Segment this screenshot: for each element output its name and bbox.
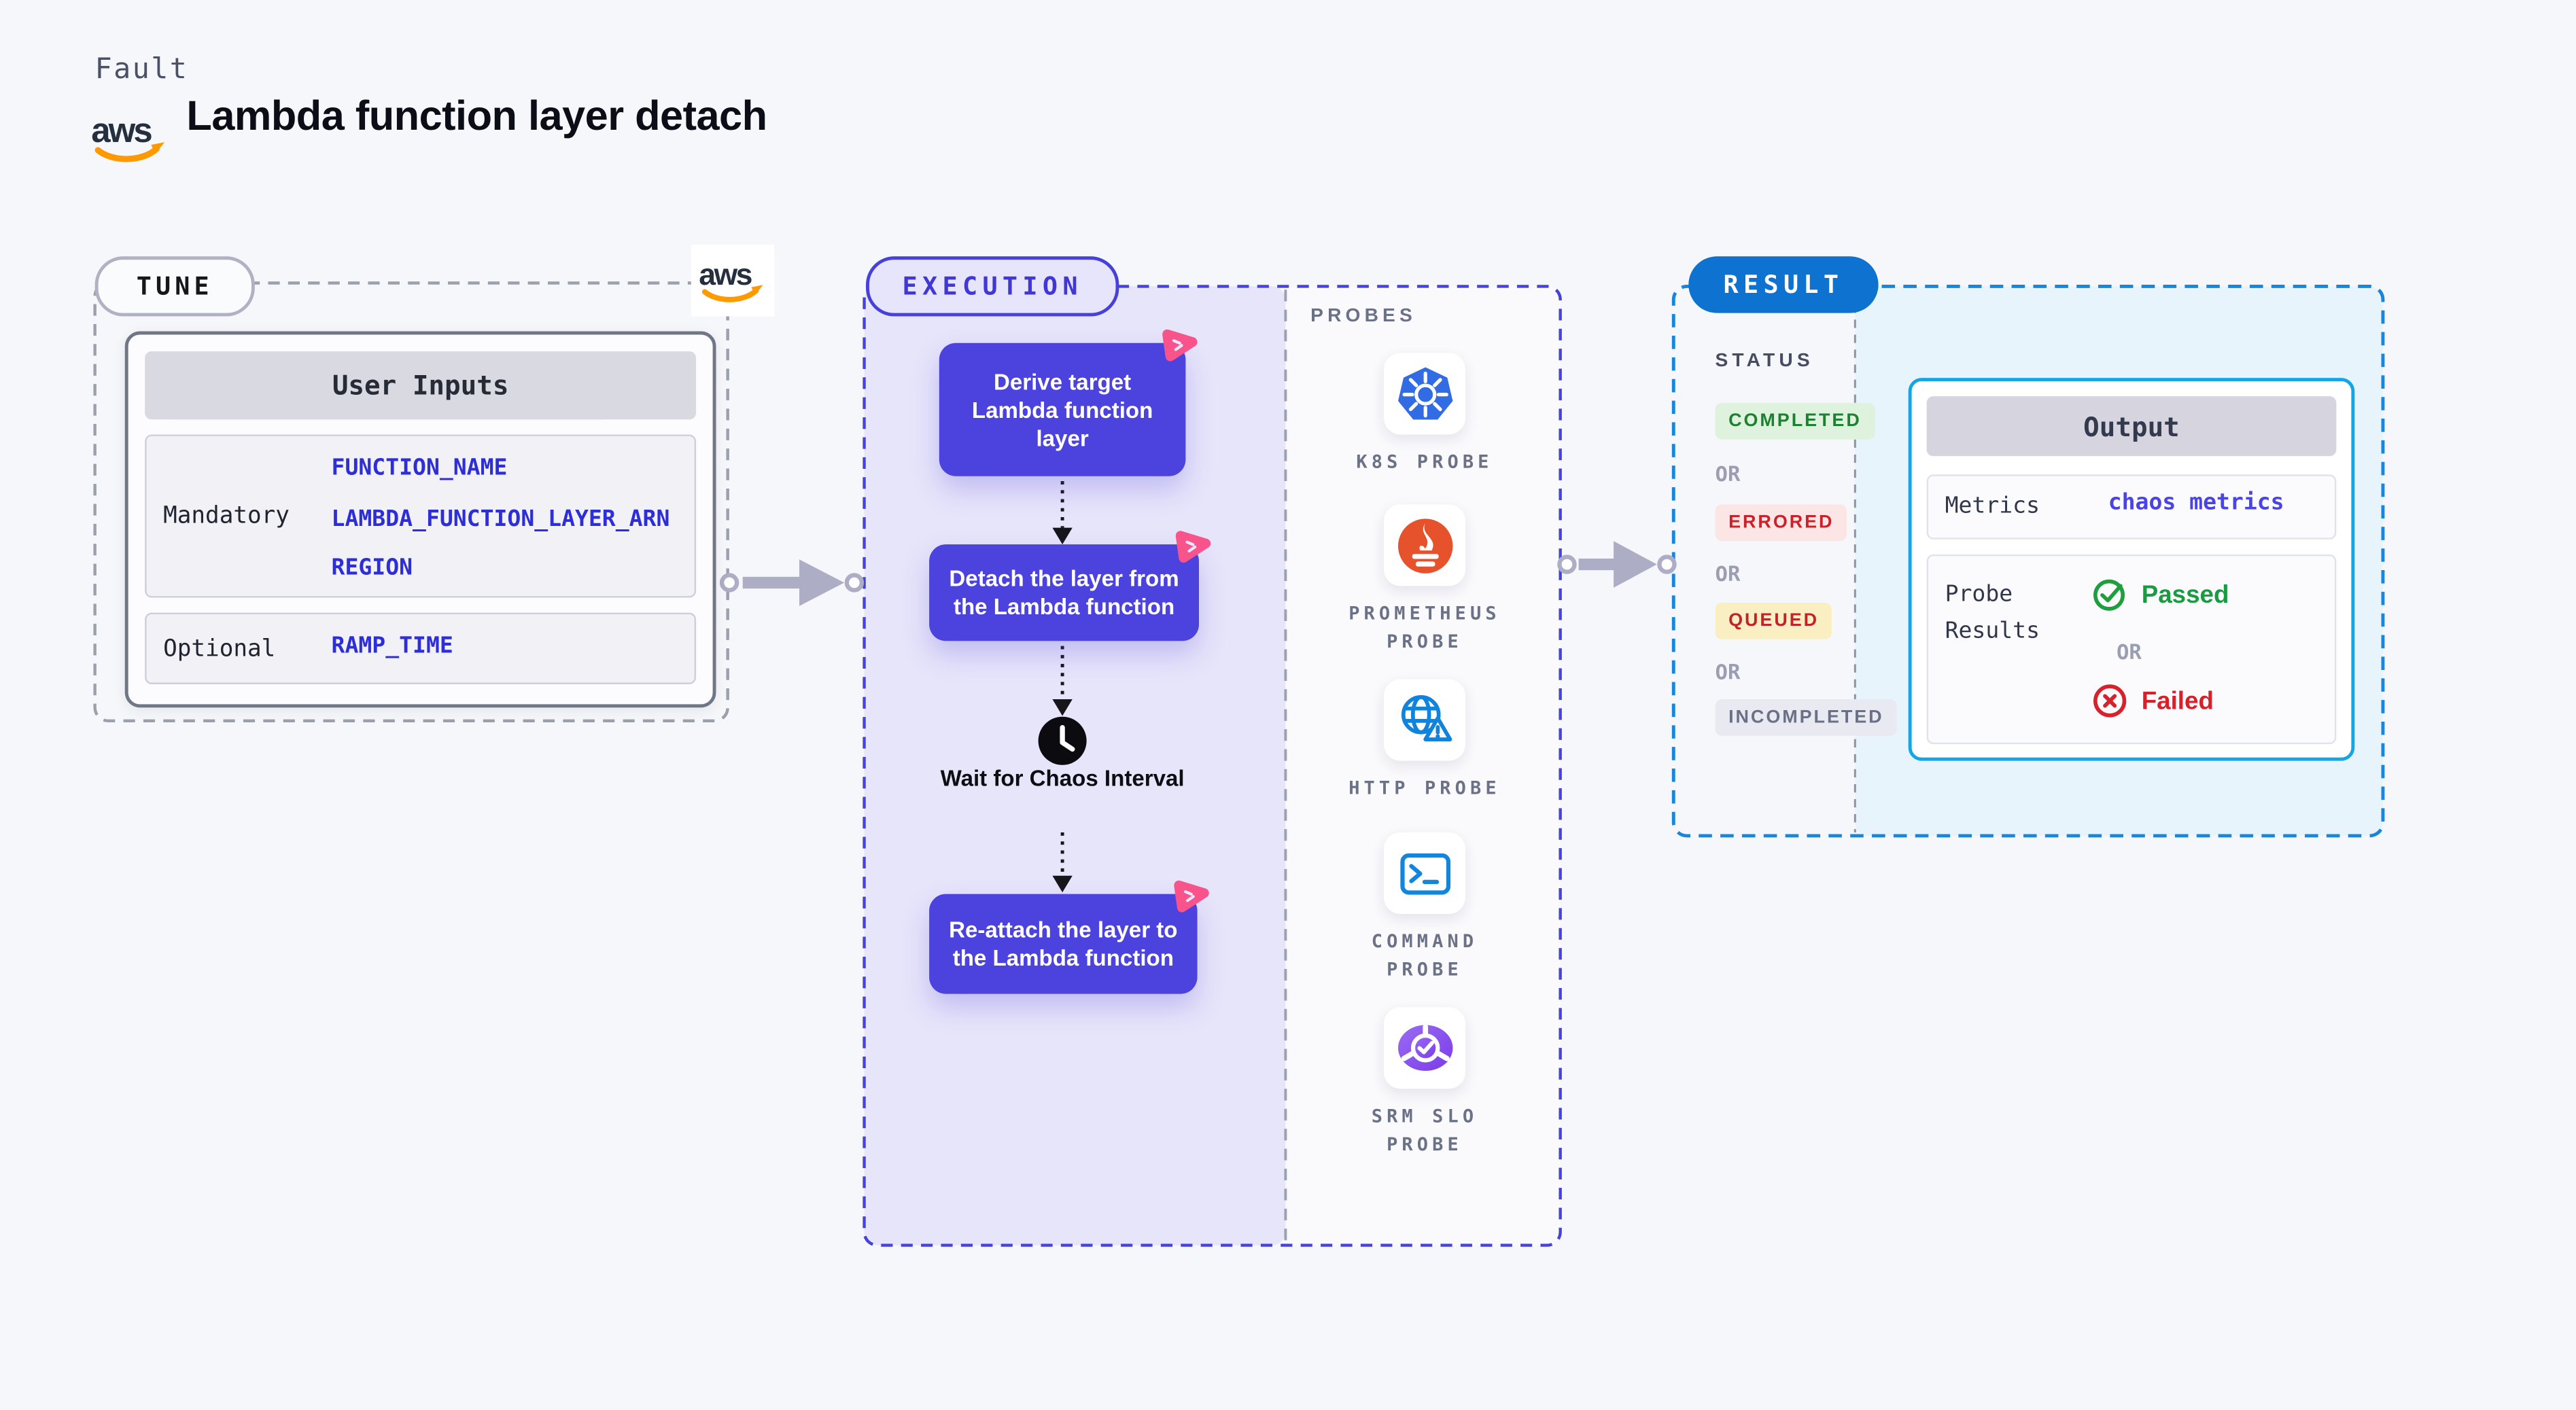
- execution-to-result-arrow: [1557, 541, 1677, 588]
- step-label: Re-attach the layer to the Lambda functi…: [949, 917, 1178, 971]
- output-table: Output Metrics chaos metrics Probe Resul…: [1908, 378, 2355, 761]
- step-reattach-layer: Re-attach the layer to the Lambda functi…: [929, 880, 1209, 994]
- input-lambda-function-layer-arn: LAMBDA_FUNCTION_LAYER_ARN: [331, 506, 670, 533]
- failed-result: Failed: [2091, 683, 2214, 720]
- probe-http: HTTP PROBE: [1289, 679, 1560, 803]
- wait-clock-icon: [1038, 716, 1087, 765]
- passed-label: Passed: [2141, 580, 2229, 609]
- tune-pill: TUNE: [94, 256, 255, 317]
- user-inputs-table: User Inputs Mandatory FUNCTION_NAME LAMB…: [124, 331, 716, 708]
- probe-prometheus: PROMETHEUS PROBE: [1289, 504, 1560, 656]
- or-separator: OR: [1715, 461, 1741, 487]
- execution-dashed-container: [863, 285, 1562, 1247]
- user-inputs-header: User Inputs: [145, 351, 697, 420]
- input-function-name: FUNCTION_NAME: [331, 454, 508, 482]
- probe-k8s: K8S PROBE: [1289, 353, 1560, 476]
- aws-logo-small: aws: [691, 245, 775, 317]
- status-heading: STATUS: [1715, 351, 1814, 372]
- mandatory-label: Mandatory: [163, 502, 290, 530]
- probe-label: COMMAND PROBE: [1371, 930, 1478, 981]
- passed-result: Passed: [2091, 576, 2229, 613]
- http-globe-warning-icon: [1383, 679, 1465, 761]
- terminal-icon: [1383, 832, 1465, 915]
- srm-slo-icon: [1383, 1007, 1465, 1089]
- x-circle-icon: [2093, 684, 2127, 718]
- check-circle-icon: [2093, 579, 2125, 611]
- mandatory-row: Mandatory FUNCTION_NAME LAMBDA_FUNCTION_…: [145, 434, 697, 598]
- litmus-chaos-icon: [1168, 871, 1215, 918]
- probe-results-row: Probe Results Passed OR Failed: [1926, 554, 2337, 745]
- page-title: Lambda function layer detach: [186, 93, 767, 140]
- result-pill: RESULT: [1688, 256, 1879, 313]
- step-label: Detach the layer from the Lambda functio…: [949, 566, 1179, 620]
- probes-heading: PROBES: [1310, 306, 1416, 327]
- probe-command: COMMAND PROBE: [1289, 832, 1560, 984]
- metrics-value: chaos metrics: [2108, 489, 2284, 516]
- step-label: Derive target Lambda function layer: [971, 368, 1153, 451]
- probe-results-label: Probe Results: [1945, 581, 2040, 645]
- metrics-label: Metrics: [1945, 493, 2040, 520]
- status-badge-incompleted: INCOMPLETED: [1715, 699, 1898, 736]
- probe-label: HTTP PROBE: [1348, 777, 1501, 799]
- or-separator: OR: [2116, 639, 2142, 665]
- fault-kicker: Fault: [94, 53, 189, 87]
- optional-label: Optional: [163, 635, 276, 662]
- probe-srm-slo: SRM SLO PROBE: [1289, 1007, 1560, 1159]
- output-header: Output: [1926, 396, 2337, 457]
- litmus-chaos-icon: [1156, 320, 1203, 367]
- execution-pill: EXECUTION: [866, 256, 1119, 317]
- input-region: REGION: [331, 554, 413, 582]
- svg-text:aws: aws: [699, 258, 751, 291]
- optional-row: Optional RAMP_TIME: [145, 612, 697, 684]
- failed-label: Failed: [2141, 686, 2214, 716]
- aws-logo: aws: [90, 103, 170, 173]
- tune-to-execution-arrow: [719, 559, 865, 606]
- execution-panel-background: [864, 286, 1286, 1246]
- step-detach-layer: Detach the layer from the Lambda functio…: [929, 531, 1211, 641]
- probe-label: PROMETHEUS PROBE: [1348, 602, 1501, 653]
- step-derive-target-layer: Derive target Lambda function layer: [939, 329, 1198, 476]
- input-ramp-time: RAMP_TIME: [331, 633, 453, 660]
- metrics-row: Metrics chaos metrics: [1926, 474, 2337, 540]
- litmus-chaos-icon: [1170, 522, 1217, 569]
- or-separator: OR: [1715, 659, 1741, 684]
- status-badge-errored: ERRORED: [1715, 504, 1848, 542]
- status-badge-completed: COMPLETED: [1715, 402, 1875, 440]
- or-separator: OR: [1715, 561, 1741, 586]
- status-badge-queued: QUEUED: [1715, 602, 1832, 639]
- svg-text:aws: aws: [91, 111, 152, 149]
- prometheus-icon: [1383, 504, 1465, 586]
- probe-label: SRM SLO PROBE: [1371, 1105, 1478, 1156]
- probe-label: K8S PROBE: [1356, 451, 1493, 473]
- tune-dashed-container: [93, 281, 729, 723]
- wait-for-chaos-interval-label: Wait for Chaos Interval: [940, 766, 1185, 791]
- kubernetes-icon: [1383, 353, 1465, 435]
